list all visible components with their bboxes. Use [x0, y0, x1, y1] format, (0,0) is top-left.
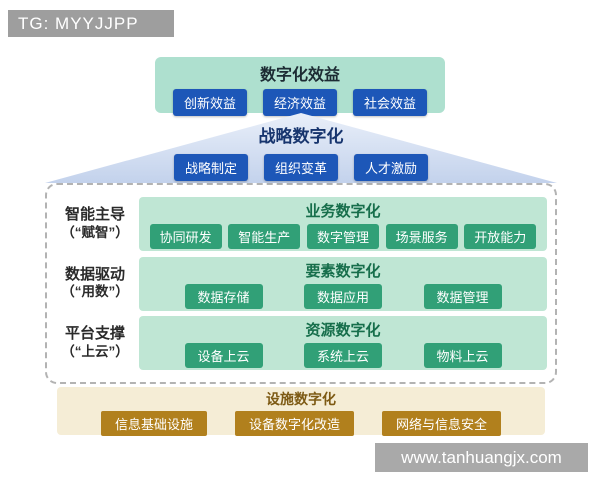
benefits-title: 数字化效益 — [259, 67, 340, 84]
benefit-item: 经济效益 — [262, 89, 337, 116]
facilities-title: 设施数字化 — [266, 391, 336, 407]
layer-item: 场景服务 — [385, 223, 458, 249]
layer-row-resource: 平台支撑 （“上云”） 资源数字化 设备上云 系统上云 物料上云 — [51, 316, 547, 371]
facility-item: 信息基础设施 — [100, 411, 207, 436]
strategy-title: 战略数字化 — [258, 127, 344, 146]
layer-items: 数据存储 数据应用 数据管理 — [139, 283, 547, 309]
layer-item: 系统上云 — [304, 343, 382, 369]
layer-item: 协同研发 — [149, 223, 222, 249]
strategy-content: 战略数字化 战略制定 组织变革 人才激励 — [45, 113, 557, 181]
layer-panel-business: 业务数字化 协同研发 智能生产 数字管理 场景服务 开放能力 — [139, 196, 547, 251]
strategy-item: 组织变革 — [263, 154, 338, 181]
facilities-box: 设施数字化 信息基础设施 设备数字化改造 网络与信息安全 — [57, 387, 545, 436]
layer-item: 物料上云 — [423, 343, 502, 369]
layer-row-data: 数据驱动 （“用数”） 要素数字化 数据存储 数据应用 数据管理 — [51, 256, 547, 311]
site-watermark-text: www.tanhuangjx.com — [401, 447, 562, 467]
layer-items: 设备上云 系统上云 物料上云 — [139, 343, 547, 369]
facilities-items: 信息基础设施 设备数字化改造 网络与信息安全 — [57, 411, 545, 436]
page-watermark-tag-text: TG: MYYJJPP — [18, 13, 139, 33]
layer-item: 数据存储 — [184, 283, 263, 309]
layer-title: 业务数字化 — [305, 202, 381, 220]
layer-panel-resource: 资源数字化 设备上云 系统上云 物料上云 — [139, 316, 547, 371]
layer-label-main: 数据驱动 — [64, 265, 125, 283]
benefits-box: 数字化效益 创新效益 经济效益 社会效益 — [155, 57, 445, 116]
layer-title: 要素数字化 — [305, 262, 381, 280]
layer-label-data: 数据驱动 （“用数”） — [51, 266, 139, 302]
layer-label-business: 智能主导 （“赋智”） — [51, 206, 139, 242]
layer-items: 协同研发 智能生产 数字管理 场景服务 开放能力 — [139, 223, 547, 249]
benefit-item: 社会效益 — [353, 89, 428, 116]
layer-panel-data: 要素数字化 数据存储 数据应用 数据管理 — [139, 256, 547, 311]
strategy-items: 战略制定 组织变革 人才激励 — [173, 154, 429, 181]
layer-item: 数字管理 — [306, 223, 379, 249]
layer-label-sub: （“上云”） — [61, 344, 129, 360]
strategy-item: 战略制定 — [173, 154, 248, 181]
core-layers-panel: 智能主导 （“赋智”） 业务数字化 协同研发 智能生产 数字管理 场景服务 开放… — [45, 183, 557, 384]
facility-item: 设备数字化改造 — [234, 411, 354, 436]
layer-item: 数据管理 — [423, 283, 502, 309]
layer-item: 智能生产 — [228, 223, 301, 249]
benefits-items: 创新效益 经济效益 社会效益 — [172, 89, 428, 116]
layer-title: 资源数字化 — [305, 322, 381, 340]
page-watermark-tag: TG: MYYJJPP — [8, 10, 174, 37]
strategy-section: 战略数字化 战略制定 组织变革 人才激励 — [45, 113, 557, 183]
layer-row-business: 智能主导 （“赋智”） 业务数字化 协同研发 智能生产 数字管理 场景服务 开放… — [51, 196, 547, 251]
layer-label-main: 智能主导 — [64, 205, 125, 223]
layer-item: 数据应用 — [304, 283, 382, 309]
layer-item: 设备上云 — [184, 343, 263, 369]
strategy-item: 人才激励 — [354, 154, 429, 181]
layer-label-sub: （“赋智”） — [61, 224, 129, 240]
layer-item: 开放能力 — [464, 223, 537, 249]
layer-label-main: 平台支撑 — [64, 325, 125, 343]
layer-label-resource: 平台支撑 （“上云”） — [51, 325, 139, 361]
benefit-item: 创新效益 — [172, 89, 247, 116]
facility-item: 网络与信息安全 — [381, 411, 501, 436]
layer-label-sub: （“用数”） — [61, 284, 129, 300]
site-watermark: www.tanhuangjx.com — [375, 443, 588, 472]
